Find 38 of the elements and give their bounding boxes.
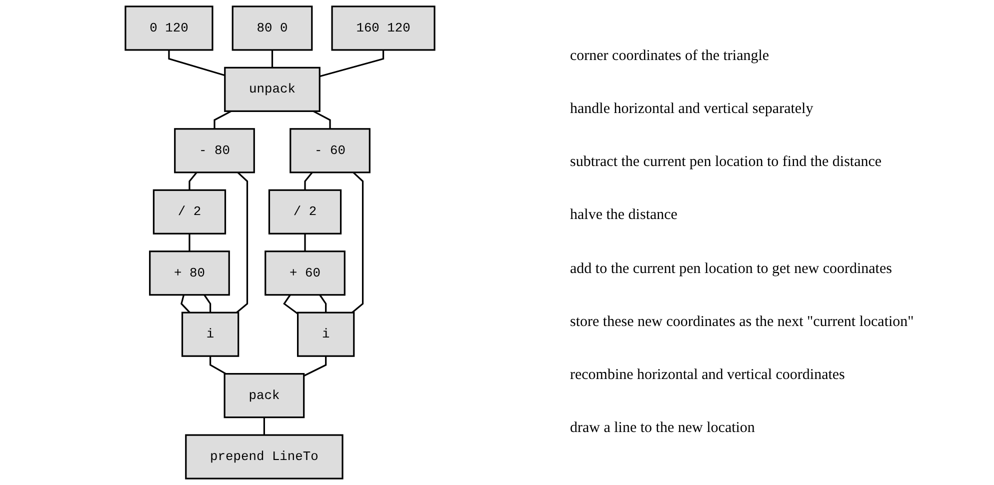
node-box: 80 0 (232, 6, 313, 51)
node-box: / 2 (152, 189, 226, 234)
comment-text: halve the distance (570, 207, 678, 224)
comment-text: recombine horizontal and vertical coordinates (570, 366, 846, 384)
node-box: / 2 (268, 189, 342, 234)
connector (204, 294, 212, 313)
connector (303, 356, 327, 377)
connector (188, 234, 190, 252)
node-box: i (297, 312, 355, 357)
node-box: unpack (224, 66, 320, 112)
connector (304, 172, 313, 190)
comment-text: handle horizontal and vertical separately (570, 101, 814, 118)
connector (188, 172, 198, 190)
connector (312, 110, 331, 129)
node-box: + 60 (264, 250, 346, 296)
comment-text: store these new coordinates as the next "current location" (570, 314, 915, 331)
node-box: - 60 (290, 128, 370, 174)
node-box: pack (224, 373, 305, 418)
connector (319, 50, 384, 78)
node-box: + 80 (149, 250, 230, 296)
connector (304, 234, 306, 252)
node-box: 160 120 (331, 6, 436, 51)
connector (210, 356, 226, 375)
connector (319, 294, 327, 313)
connector (214, 110, 232, 129)
connector (271, 50, 274, 68)
node-box: prepend LineTo (185, 434, 344, 480)
connector (236, 172, 248, 314)
connector (352, 172, 364, 314)
comment-text: add to the current pen location to get new coordinates (570, 260, 893, 278)
connector (263, 417, 266, 436)
node-box: - 80 (174, 128, 255, 174)
comment-text: corner coordinates of the triangle (570, 48, 770, 66)
node-box: 0 120 (124, 6, 214, 51)
connector (168, 50, 226, 76)
node-box: i (181, 312, 240, 357)
comment-text: draw a line to the new location (570, 420, 756, 437)
comment-text: subtract the current pen location to find the distance (570, 154, 883, 172)
